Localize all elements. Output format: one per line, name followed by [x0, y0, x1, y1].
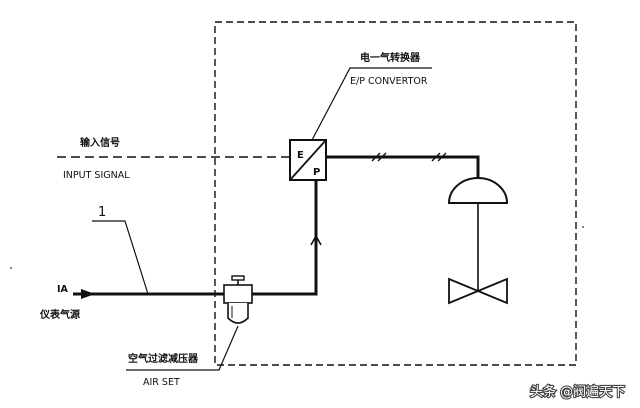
- ia-arrow: [81, 289, 95, 299]
- ep-label-leader: [311, 67, 432, 141]
- scan-dot: [10, 267, 12, 269]
- input-signal-label-en: INPUT SIGNAL: [63, 170, 130, 181]
- pneumatic-output-line: [326, 152, 480, 180]
- airset-to-ep-line: [252, 180, 318, 296]
- airset-label-en: AIR SET: [143, 377, 180, 388]
- ep-box-e: E: [297, 150, 304, 161]
- valve-assembly-boundary: [214, 21, 577, 366]
- ep-label-cn: 电一气转换器: [360, 51, 421, 64]
- air-set-filter-regulator: [223, 275, 253, 324]
- airset-label-cn: 空气过滤减压器: [128, 352, 199, 365]
- ep-label-en: E/P CONVERTOR: [350, 76, 428, 87]
- callout-1-number: 1: [98, 205, 106, 220]
- ia-label-en: IA: [57, 284, 69, 295]
- airset-label-leader: [126, 325, 239, 371]
- ep-converter: E P: [289, 139, 327, 181]
- callout-1-leader: [92, 220, 149, 295]
- watermark-text: 头条 @阀遍天下: [530, 384, 625, 400]
- ia-label-cn: 仪表气源: [39, 308, 80, 321]
- valve-body: [448, 277, 508, 305]
- input-signal-label-cn: 输入信号: [80, 136, 120, 149]
- flow-arrow: [310, 234, 322, 246]
- scan-dot: [582, 226, 584, 228]
- ep-box-p: P: [313, 167, 320, 178]
- diaphragm-actuator: [447, 177, 509, 204]
